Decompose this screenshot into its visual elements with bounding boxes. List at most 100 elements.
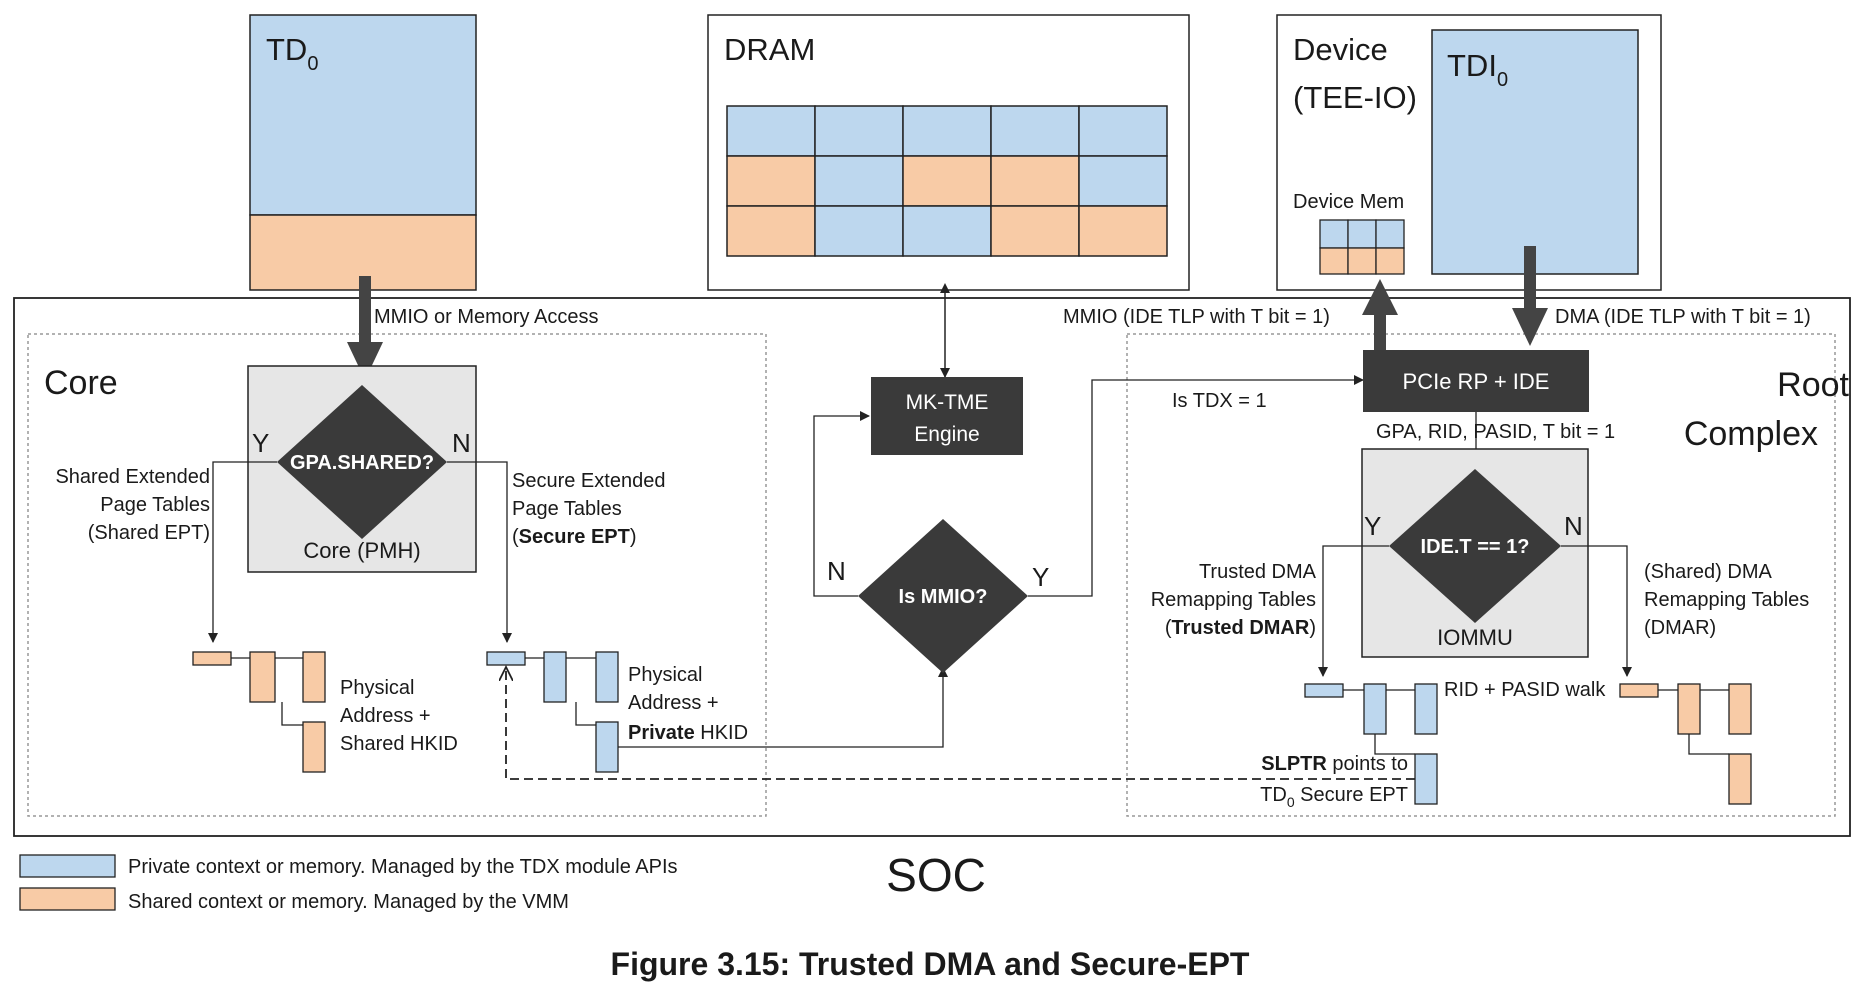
dram-cell	[990, 155, 1080, 207]
slptr-td-label: TD	[1260, 784, 1287, 806]
trusted-dma-line1: Trusted DMA	[1199, 561, 1317, 583]
device-label: Device	[1293, 32, 1388, 67]
mmio-access-label: MMIO or Memory Access	[374, 306, 598, 328]
svg-text:(Secure EPT): (Secure EPT)	[512, 526, 637, 548]
svg-text:Private HKID: Private HKID	[628, 722, 748, 744]
legend-private-label: Private context or memory. Managed by th…	[128, 856, 678, 878]
shared-dma-line3: (DMAR)	[1644, 617, 1716, 639]
dma-tlp-label: DMA (IDE TLP with T bit = 1)	[1555, 306, 1811, 328]
dram-cell	[902, 105, 992, 157]
svg-text:TD0: TD0	[266, 32, 318, 75]
device-tee-io-label: (TEE-IO)	[1293, 80, 1417, 115]
legend-shared-label: Shared context or memory. Managed by the…	[128, 891, 569, 913]
hkid-label: HKID	[695, 722, 748, 744]
mktme-label-line2: Engine	[914, 423, 979, 446]
figure-caption: Figure 3.15: Trusted DMA and Secure-EPT	[611, 946, 1250, 982]
mmio-yes-label: Y	[1032, 562, 1049, 592]
core-region-label: Core	[44, 364, 118, 402]
rid-pasid-walk-label: RID + PASID walk	[1444, 679, 1606, 701]
tdi0-label: TDI	[1447, 48, 1497, 83]
iommu-n-branch	[1561, 545, 1632, 677]
ide-t-diamond	[1389, 469, 1561, 623]
dram-cell	[726, 105, 816, 157]
tdi0-subscript: 0	[1497, 69, 1508, 91]
mmio-n-branch	[813, 411, 870, 597]
shared-ept-walk	[192, 651, 326, 773]
iommu-yes-label: Y	[1364, 511, 1381, 541]
dram-cell	[1078, 155, 1168, 207]
svg-text:SLPTR points to: SLPTR points to	[1261, 753, 1408, 775]
td0-box: TD0	[249, 14, 477, 291]
phys-private-line2: Address +	[628, 692, 719, 714]
thick-arrows	[347, 246, 1548, 380]
svg-text:(Trusted DMAR): (Trusted DMAR)	[1165, 617, 1316, 639]
secure-ept-bold: Secure EPT	[519, 526, 630, 548]
shared-ept-line1: Shared Extended	[55, 466, 210, 488]
dram-cell	[814, 105, 904, 157]
dram-box: DRAM	[707, 14, 1190, 291]
soc-label: SOC	[886, 849, 986, 901]
mmio-tlp-label: MMIO (IDE TLP with T bit = 1)	[1063, 306, 1330, 328]
gpa-shared-label: GPA.SHARED?	[290, 452, 434, 474]
root-label-line2: Complex	[1684, 415, 1818, 453]
slptr-td-subscript: 0	[1287, 794, 1295, 810]
dram-cell	[990, 105, 1080, 157]
phys-shared-line2: Address +	[340, 705, 431, 727]
is-mmio-label: Is MMIO?	[899, 586, 988, 608]
trusted-dma-line2: Remapping Tables	[1151, 589, 1316, 611]
secure-ept-line2: Page Tables	[512, 498, 622, 520]
slptr-rest: points to	[1327, 753, 1408, 775]
phys-shared-line1: Physical	[340, 677, 414, 699]
svg-text:TDI0: TDI0	[1447, 48, 1508, 91]
ide-t-label: IDE.T == 1?	[1421, 536, 1530, 558]
secure-ept-walk	[486, 651, 619, 773]
trusted-paren-open: (	[1165, 617, 1172, 639]
shared-dmar-walk	[1619, 683, 1752, 805]
legend: Private context or memory. Managed by th…	[19, 854, 678, 913]
mmio-no-label: N	[827, 556, 846, 586]
core-n-branch	[447, 461, 512, 643]
device-mem-label: Device Mem	[1293, 191, 1404, 213]
dram-cell	[1078, 105, 1168, 157]
mktme-label-line1: MK-TME	[906, 391, 989, 414]
dram-cell	[902, 205, 992, 257]
trusted-dmar-walk	[1304, 683, 1438, 805]
dram-cell	[726, 205, 816, 257]
shared-ept-line2: Page Tables	[100, 494, 210, 516]
root-complex-region	[1126, 333, 1836, 817]
shared-dma-line2: Remapping Tables	[1644, 589, 1809, 611]
slptr-secure-ept-label: Secure EPT	[1295, 784, 1408, 806]
secure-ept-line1: Secure Extended	[512, 470, 665, 492]
private-to-mmio-link	[618, 667, 948, 748]
dram-cell	[1078, 205, 1168, 257]
dram-cell	[902, 155, 992, 207]
gpa-shared-diamond	[277, 385, 447, 539]
dram-grid	[726, 105, 1168, 257]
core-pmh-label: Core (PMH)	[303, 538, 420, 563]
shared-dma-line1: (Shared) DMA	[1644, 561, 1772, 583]
slptr-dashed-link	[506, 667, 1415, 780]
iommu-y-branch	[1318, 545, 1389, 677]
iommu-no-label: N	[1564, 511, 1583, 541]
trusted-paren-close: )	[1309, 617, 1316, 639]
core-no-label: N	[452, 428, 471, 458]
td0-label: TD	[266, 32, 307, 67]
dram-cell	[814, 155, 904, 207]
svg-text:TD0 Secure EPT: TD0 Secure EPT	[1260, 784, 1408, 810]
secure-ept-paren-close: )	[630, 526, 637, 548]
pcie-rp-ide-box	[1363, 350, 1589, 412]
phys-private-line1: Physical	[628, 664, 702, 686]
phys-shared-line3: Shared HKID	[340, 733, 458, 755]
mmio-y-branch	[1028, 375, 1364, 597]
pcie-rp-ide-label: PCIe RP + IDE	[1403, 369, 1550, 394]
dram-label: DRAM	[724, 32, 815, 67]
dram-cell	[990, 205, 1080, 257]
device-mem-grid	[1319, 219, 1405, 275]
td0-subscript: 0	[307, 53, 318, 75]
core-y-branch	[208, 461, 277, 643]
iommu-label: IOMMU	[1437, 625, 1513, 650]
mktme-engine-box	[871, 377, 1023, 455]
is-tdx-label: Is TDX = 1	[1172, 390, 1267, 412]
core-yes-label: Y	[252, 428, 269, 458]
